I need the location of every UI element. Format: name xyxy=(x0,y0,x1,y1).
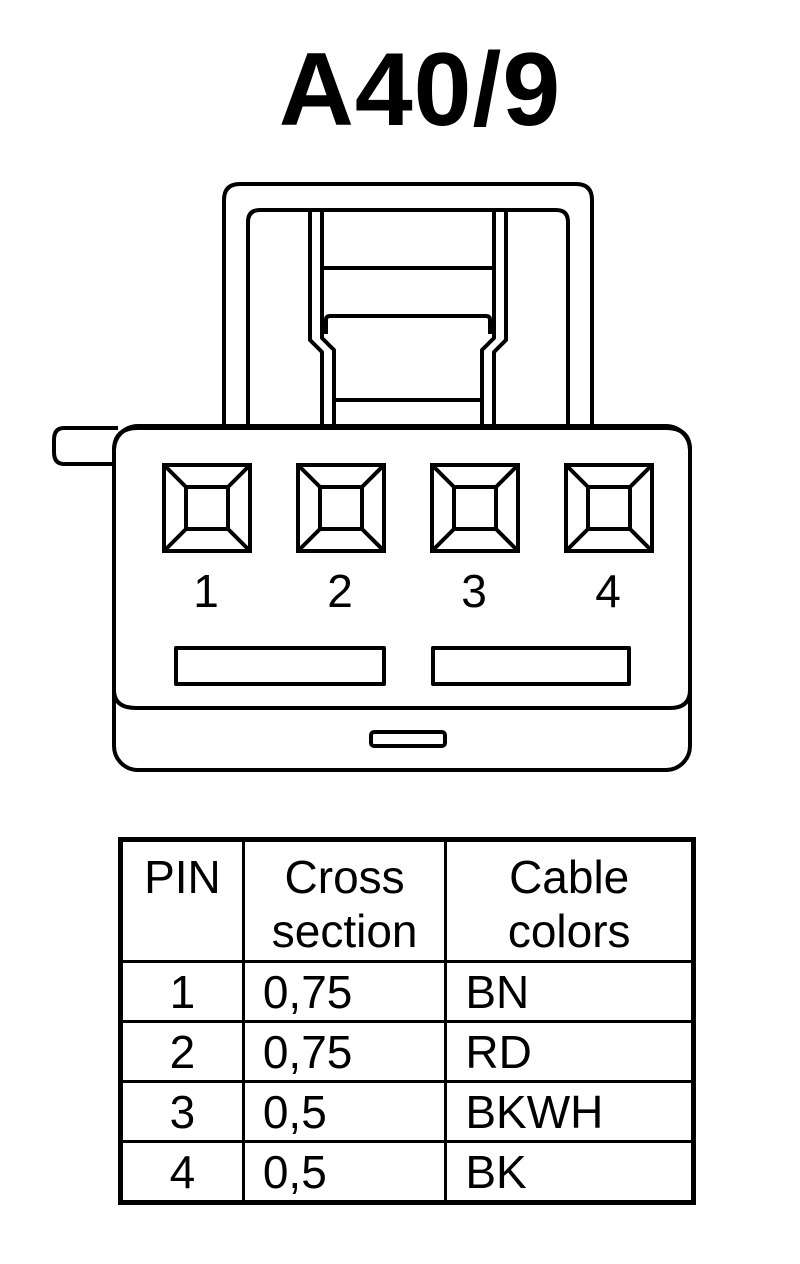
side-tab xyxy=(52,426,118,466)
pin-socket-4 xyxy=(564,463,654,553)
cell-pin: 4 xyxy=(119,1140,245,1204)
pin-socket-3 xyxy=(430,463,520,553)
cell-pin: 3 xyxy=(119,1080,245,1143)
cell-cross-section: 0,75 xyxy=(241,1020,448,1083)
cell-cable-color: RD xyxy=(444,1020,695,1083)
pin-label-3: 3 xyxy=(461,565,487,617)
pin-label-4: 4 xyxy=(595,565,621,617)
cell-cross-section: 0,5 xyxy=(241,1080,448,1143)
table-row: 2 0,75 RD xyxy=(119,1020,695,1083)
header-pin: PIN xyxy=(119,838,245,963)
pin-label-1: 1 xyxy=(193,565,219,617)
pin-socket-1 xyxy=(162,463,252,553)
connector-title: A40/9 xyxy=(278,32,562,148)
cell-cable-color: BKWH xyxy=(444,1080,695,1143)
cell-cross-section: 0,5 xyxy=(241,1140,448,1204)
latch-tongue xyxy=(308,210,324,428)
lower-window-left xyxy=(174,646,386,686)
latch-inner xyxy=(246,208,570,430)
table-row: 1 0,75 BN xyxy=(119,960,695,1023)
lower-window-right xyxy=(431,646,631,686)
pin-label-2: 2 xyxy=(327,565,353,617)
pin-socket-2 xyxy=(296,463,386,553)
table-row: 4 0,5 BK xyxy=(119,1140,695,1204)
latch-outer xyxy=(222,182,594,430)
housing-inner xyxy=(112,426,692,710)
bottom-slot xyxy=(369,730,447,748)
table-row: 3 0,5 BKWH xyxy=(119,1080,695,1143)
cell-cross-section: 0,75 xyxy=(241,960,448,1023)
cell-cable-color: BK xyxy=(444,1140,695,1204)
connector-drawing: 1 2 3 4 xyxy=(52,182,692,772)
cell-pin: 2 xyxy=(119,1020,245,1083)
cell-cable-color: BN xyxy=(444,960,695,1023)
cell-pin: 1 xyxy=(119,960,245,1023)
